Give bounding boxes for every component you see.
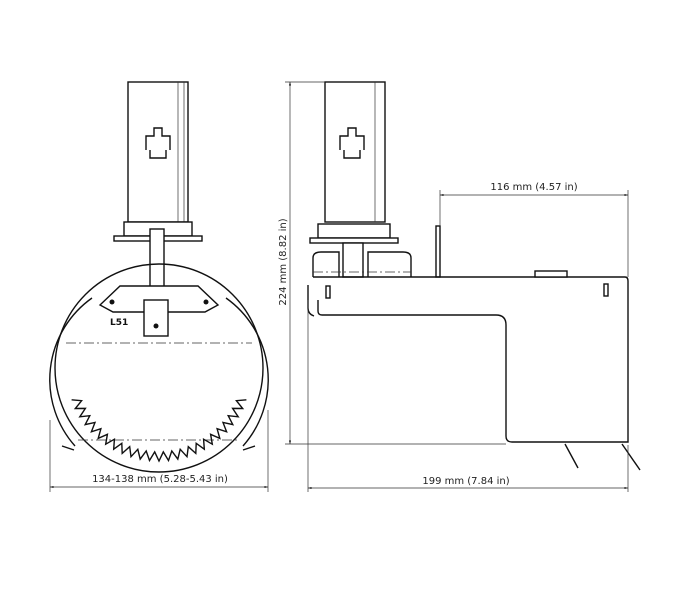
- clamp-bracket: [98, 285, 220, 313]
- front-stem: [149, 228, 165, 290]
- side-flange: [309, 237, 399, 244]
- part-label: L51: [110, 318, 128, 328]
- side-pin: [435, 225, 441, 278]
- dim-clamp-width: 134-138 mm (5.28-5.43 in): [92, 474, 228, 485]
- side-view: [307, 81, 641, 471]
- side-collar: [317, 223, 391, 239]
- front-view: L51: [49, 81, 269, 473]
- clamp-plate: [143, 299, 169, 337]
- dim-overall-length: 199 mm (7.84 in): [422, 476, 509, 487]
- dimension-lines: [49, 81, 629, 492]
- dim-overall-height: 224 mm (8.82 in): [278, 218, 289, 305]
- front-slot: [145, 127, 171, 159]
- side-mount-column: [324, 81, 386, 223]
- clamp-teeth: [71, 399, 247, 463]
- dim-arm-length: 116 mm (4.57 in): [490, 182, 577, 193]
- front-mount-column: [127, 81, 189, 223]
- housing-outline: [313, 276, 629, 443]
- clamp-ring-outer: [54, 263, 264, 473]
